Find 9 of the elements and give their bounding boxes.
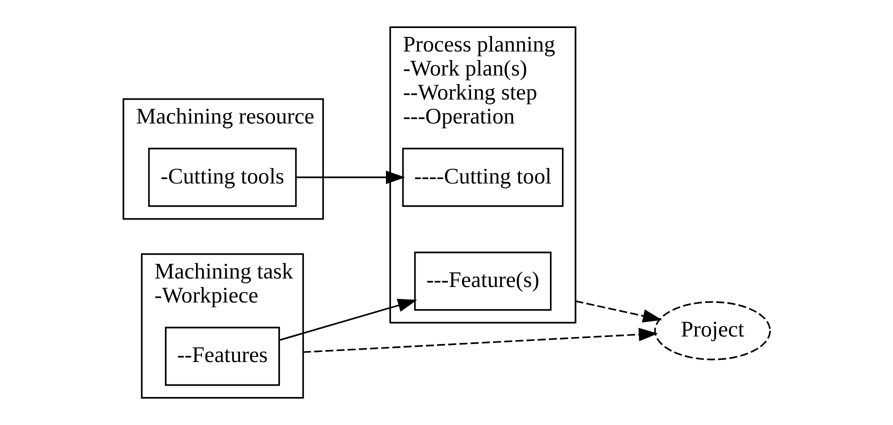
- arrow: [279, 298, 418, 341]
- node-ellipse: Project: [654, 301, 771, 360]
- node-box: ---Feature(s): [414, 252, 552, 311]
- node-box: -Cutting tools: [148, 148, 297, 207]
- node-box: ----Cutting tool: [402, 148, 564, 207]
- arrow: [575, 300, 662, 323]
- arrow: [303, 328, 658, 353]
- node-box: --Features: [164, 326, 280, 386]
- arrow: [296, 170, 406, 184]
